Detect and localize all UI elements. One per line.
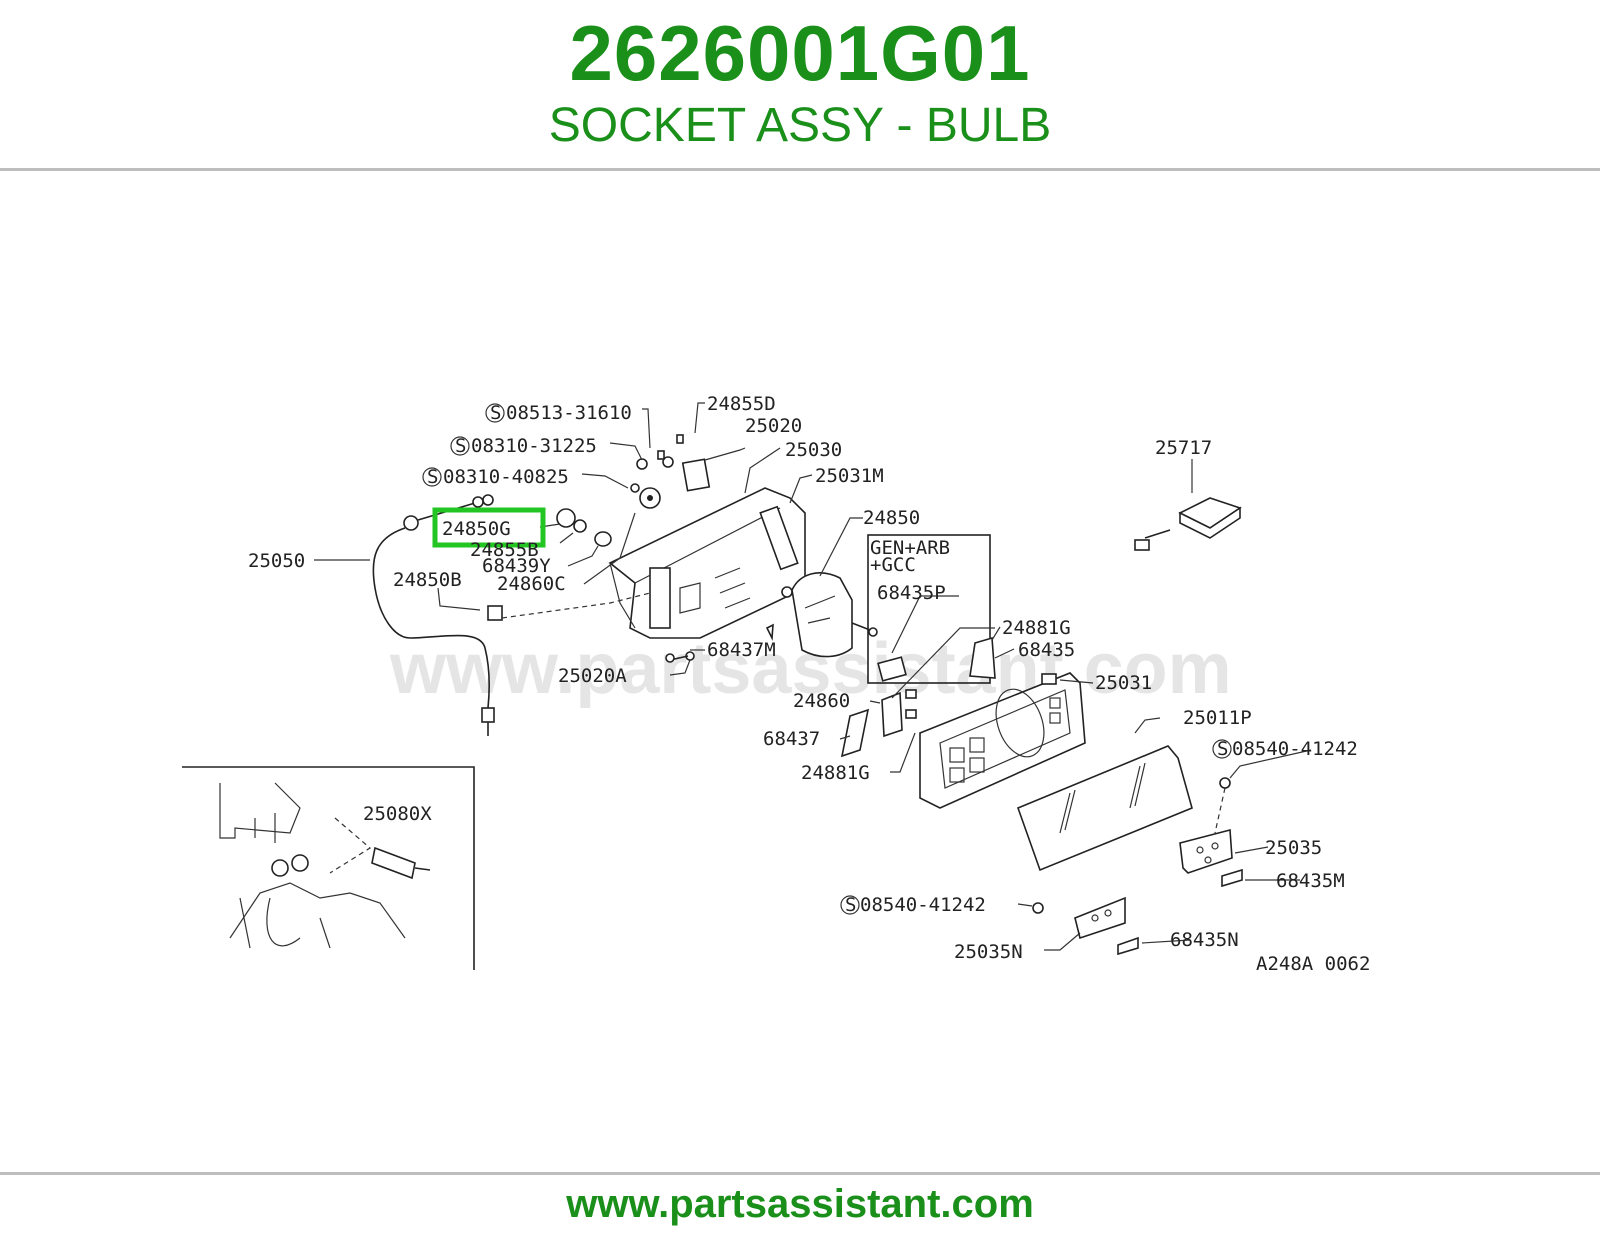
label-08540-41242-top: 08540-41242 — [1232, 738, 1358, 760]
label-25080x: 25080X — [363, 803, 432, 825]
bulb-socket-parts — [403, 434, 711, 547]
leader-lines — [314, 402, 1312, 951]
header-divider — [0, 168, 1600, 171]
small-parts — [669, 623, 996, 758]
label-gen-arb: GEN+ARB — [870, 537, 950, 559]
footer-divider — [0, 1172, 1600, 1175]
label-68435m: 68435M — [1276, 870, 1345, 892]
label-68437m: 68437M — [707, 639, 776, 661]
label-24860: 24860 — [793, 690, 850, 712]
rear-housing-part — [608, 487, 806, 639]
screw-symbol: S — [490, 402, 501, 424]
diagram-svg: www.partsassistant.com — [182, 393, 1370, 975]
highlight-box[interactable] — [432, 507, 546, 548]
label-25020: 25020 — [745, 415, 802, 437]
screw-part — [665, 653, 675, 663]
page-header: 2626001G01 SOCKET ASSY - BULB — [0, 0, 1600, 168]
lens-part — [1016, 745, 1193, 872]
label-24850: 24850 — [863, 507, 920, 529]
label-25035n: 25035N — [954, 941, 1023, 963]
screw-symbol: S — [1217, 738, 1228, 760]
label-68439y: 68439Y — [482, 555, 551, 577]
label-68435p: 68435P — [877, 582, 946, 604]
label-24855d: 24855D — [707, 393, 776, 415]
speedometer-cable — [372, 527, 491, 709]
clip-part — [487, 605, 503, 621]
label-24850g[interactable]: 24850G — [442, 518, 511, 540]
front-housing-part — [919, 672, 1086, 809]
label-08310-40825: 08310-40825 — [443, 466, 569, 488]
option-box — [867, 534, 991, 684]
part-number-title: 2626001G01 — [569, 9, 1031, 97]
label-gcc: +GCC — [870, 554, 916, 576]
inset-detail — [182, 766, 475, 970]
label-25011p: 25011P — [1183, 707, 1252, 729]
label-24855b: 24855B — [470, 539, 539, 561]
label-25030: 25030 — [785, 439, 842, 461]
label-25717: 25717 — [1155, 437, 1212, 459]
label-24850b: 24850B — [393, 569, 462, 591]
label-25031: 25031 — [1095, 672, 1152, 694]
screw-symbol: S — [455, 435, 466, 457]
bracket-parts — [1032, 777, 1243, 956]
label-25031m: 25031M — [815, 465, 884, 487]
label-24881g-bottom: 24881G — [801, 762, 870, 784]
label-24881g-top: 24881G — [1002, 617, 1071, 639]
part-name-subtitle: SOCKET ASSY - BULB — [548, 99, 1052, 152]
label-24860c: 24860C — [497, 573, 566, 595]
speedometer-part — [781, 572, 878, 658]
cable-end-part — [481, 707, 495, 723]
diagram-code: A248A 0062 — [1256, 953, 1370, 975]
parts-diagram: www.partsassistant.com — [180, 338, 1420, 1018]
module-part — [1134, 497, 1242, 551]
label-08540-41242-bottom: 08540-41242 — [860, 894, 986, 916]
label-25035: 25035 — [1265, 837, 1322, 859]
label-08310-31225: 08310-31225 — [471, 435, 597, 457]
label-25050: 25050 — [248, 550, 305, 572]
screw-symbol: S — [427, 466, 438, 488]
screw-symbol: S — [845, 894, 856, 916]
label-25020a: 25020A — [558, 665, 627, 687]
label-68435: 68435 — [1018, 639, 1075, 661]
label-68437: 68437 — [763, 728, 820, 750]
part-labels: S 08513-31610 24855D 25020 S 08310-31225… — [248, 393, 1370, 975]
label-68435n: 68435N — [1170, 929, 1239, 951]
label-08513-31610: 08513-31610 — [506, 402, 632, 424]
footer-website-link[interactable]: www.partsassistant.com — [566, 1182, 1034, 1226]
